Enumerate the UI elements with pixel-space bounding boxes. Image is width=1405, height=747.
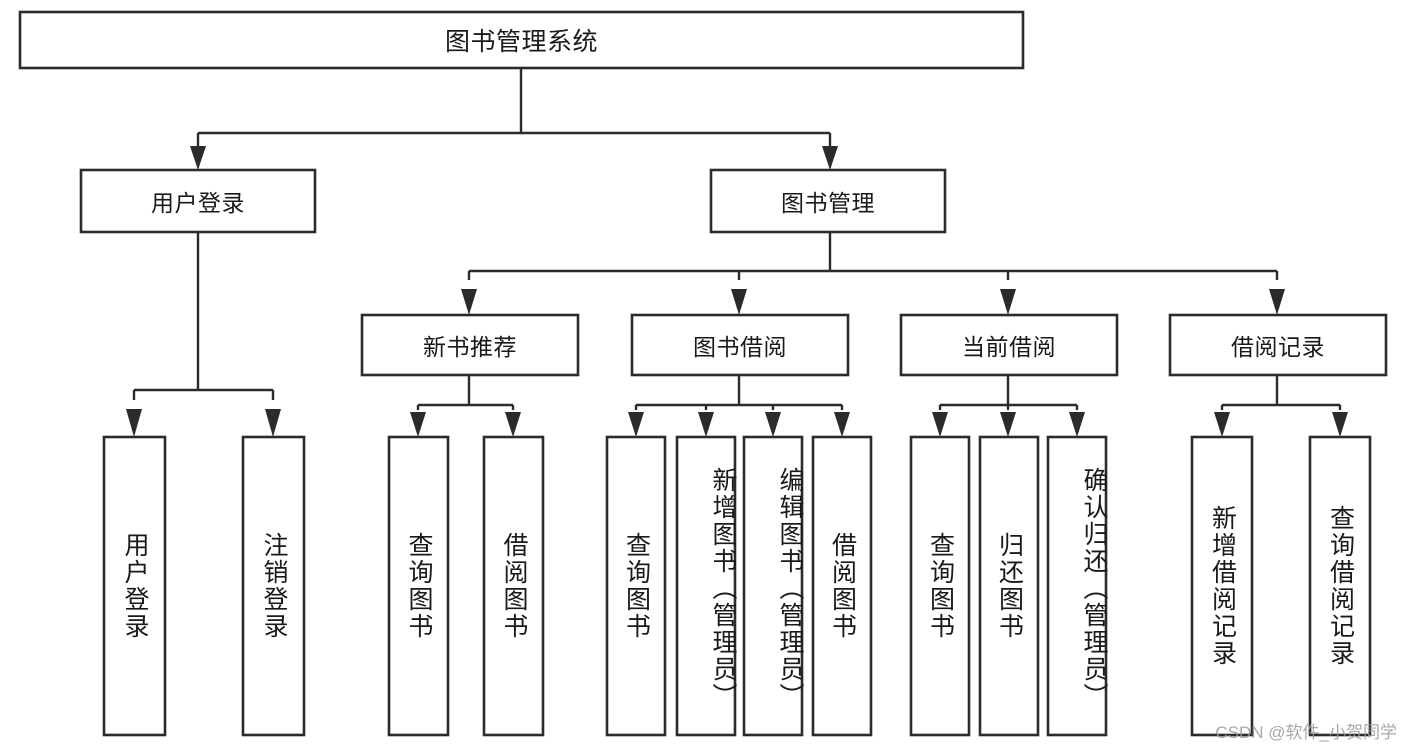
node-box-leaf-query-book-1[interactable] <box>387 435 450 737</box>
node-box-leaf-borrow-book-1[interactable] <box>482 435 545 737</box>
connectors-current-to-leaves <box>932 375 1085 437</box>
node-box-leaf-query-book-3[interactable] <box>909 435 971 737</box>
node-box-leaf-query-book-2[interactable] <box>605 435 667 737</box>
node-box-leaf-borrow-book-2[interactable] <box>811 435 873 737</box>
csdn-watermark: CSDN @软件_小贺同学 <box>1215 723 1397 742</box>
node-box-leaf-query-borrow-record[interactable] <box>1308 435 1372 737</box>
node-box-new-book-recommend[interactable] <box>360 313 580 377</box>
node-box-leaf-confirm-return-admin[interactable] <box>1046 435 1108 737</box>
node-box-root[interactable] <box>18 10 1025 70</box>
connectors-root-to-level1 <box>190 68 838 170</box>
node-box-leaf-return-book[interactable] <box>978 435 1040 737</box>
node-box-borrow-record[interactable] <box>1168 313 1388 377</box>
node-box-leaf-edit-book-admin[interactable] <box>742 435 804 737</box>
node-box-leaf-user-logout[interactable] <box>241 435 306 737</box>
connectors-record-to-leaves <box>1214 375 1348 437</box>
connectors-borrow-to-leaves <box>628 375 850 437</box>
node-box-leaf-add-book-admin[interactable] <box>675 435 737 737</box>
node-box-book-borrow[interactable] <box>630 313 850 377</box>
connectors-newbook-to-leaves <box>410 375 521 437</box>
connectors-userlogin-to-leaves <box>126 232 281 437</box>
node-box-current-borrow[interactable] <box>899 313 1119 377</box>
node-box-leaf-user-login[interactable] <box>102 435 167 737</box>
node-box-user-login[interactable] <box>79 168 317 234</box>
node-box-book-management[interactable] <box>709 168 947 234</box>
node-box-leaf-add-borrow-record[interactable] <box>1190 435 1254 737</box>
connectors-books-to-level2 <box>461 232 1285 315</box>
